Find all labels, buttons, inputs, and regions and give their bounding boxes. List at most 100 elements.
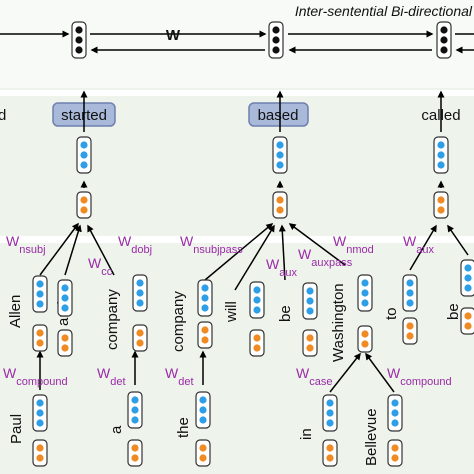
mid-blue-stack-7-dot: [406, 289, 414, 297]
top-weight-label: W: [166, 27, 181, 44]
upper-blue-stack-0-dot: [80, 141, 88, 149]
upper-connectors: [80, 90, 445, 188]
word-be-2: be: [445, 303, 462, 320]
bottom-orange-stack-2-box: [195, 439, 211, 467]
edge-label-nsubj: nsubj: [19, 244, 45, 256]
word-based: based: [258, 107, 299, 124]
mid-orange-stack-2-dot: [136, 339, 144, 347]
bottom-orange-stack-3-dot: [326, 444, 334, 452]
mid-orange-stack-8-box: [460, 307, 474, 335]
bottom-blue-stack-2-dot: [199, 416, 207, 424]
top-node-1-dot: [272, 26, 280, 34]
bottom-orange-stack-4-dot: [391, 454, 399, 462]
mid-blue-stack-5-dot: [306, 307, 314, 315]
word-will: will: [223, 301, 240, 323]
top-node-1-dot: [272, 46, 280, 54]
mid-orange-stack-0-dot: [36, 329, 44, 337]
bottom-blue-stack-2-dot: [199, 396, 207, 404]
upper-orange-stack-2-dot: [437, 206, 445, 214]
word-allen: Allen: [7, 295, 24, 328]
bottom-blue-stack-4-dot: [391, 409, 399, 417]
bottom-blue-stack-1-dot: [131, 416, 139, 424]
upper-blue-stack-1-dot: [276, 161, 284, 169]
mid-blue-stack-6-dot: [361, 279, 369, 287]
mid-orange-stack-5-box: [302, 329, 318, 357]
separator-band-top: [0, 90, 474, 96]
bottom-orange-stack-0-dot: [36, 454, 44, 462]
word-bellevue: Bellevue: [363, 408, 380, 466]
svg-text:Wcase: Wcase: [296, 365, 332, 388]
upper-orange-stack-2-dot: [437, 196, 445, 204]
mid-orange-stack-5-dot: [306, 344, 314, 352]
mid-orange-stack-1-dot: [61, 334, 69, 342]
mid-blue-stack-4-dot: [253, 296, 261, 304]
upper-orange-stack-1-dot: [276, 206, 284, 214]
edge-label-case: case: [309, 376, 332, 388]
svg-text:Wdet: Wdet: [165, 365, 194, 388]
svg-text:Wnsubj: Wnsubj: [6, 233, 46, 256]
svg-text:Wauxpass: Wauxpass: [298, 246, 353, 269]
word-in: in: [298, 428, 315, 440]
bottom-blue-stack-3-dot: [326, 409, 334, 417]
mid-blue-stack-0-dot: [36, 290, 44, 298]
upper-orange-stack-1-box: [272, 191, 288, 219]
mid-orange-stack-1-box: [57, 329, 73, 357]
bottom-orange-stack-2-dot: [199, 444, 207, 452]
svg-text:Wdobj: Wdobj: [118, 233, 152, 256]
bottom-orange-stack-1-dot: [131, 444, 139, 452]
mid-blue-stack-3-dot: [201, 304, 209, 312]
mid-blue-stack-2-dot: [136, 299, 144, 307]
mid-orange-stack-7-dot: [406, 322, 414, 330]
mid-orange-stack-0-dot: [36, 339, 44, 347]
mid-blue-stack-6-dot: [361, 299, 369, 307]
svg-text:Wnsubjpass: Wnsubjpass: [180, 233, 243, 256]
mid-orange-stack-6-dot: [361, 340, 369, 348]
word-company: company: [104, 289, 121, 350]
upper-blue-stack-2-dot: [437, 161, 445, 169]
mid-blue-stack-7-dot: [406, 299, 414, 307]
word-paul: Paul: [8, 414, 25, 444]
mid-blue-stack-8-dot: [464, 264, 472, 272]
top-node-2-dot: [440, 36, 448, 44]
upper-orange-stack-1-dot: [276, 196, 284, 204]
edge-label-compound-2: compound: [400, 376, 451, 388]
mid-blue-stack-7-dot: [406, 279, 414, 287]
word-to: to: [383, 307, 400, 320]
bottom-blue-stack-3-dot: [326, 399, 334, 407]
svg-text:Wnmod: Wnmod: [333, 233, 374, 256]
mid-blue-stack-1-dot: [61, 294, 69, 302]
top-layer: W: [0, 27, 474, 54]
word-pill-based: [248, 102, 309, 127]
edge-label-cc: cc: [101, 266, 113, 278]
mid-orange-stack-1-dot: [61, 344, 69, 352]
bottom-blue-stack-1-dot: [131, 396, 139, 404]
edge-labels: Wnsubj Wcc Wdobj Wnsubjpass Waux Wauxpas…: [3, 233, 452, 388]
upper-blue-stack-2-dot: [437, 141, 445, 149]
dependency-arrows: [36, 222, 469, 393]
left-partial-word: d: [0, 107, 6, 124]
mid-blue-stack-6-dot: [361, 289, 369, 297]
mid-blue-stack-5-dot: [306, 287, 314, 295]
mid-blue-stack-2-dot: [136, 289, 144, 297]
mid-orange-stack-3-box: [197, 321, 213, 349]
mid-orange-stack-2-dot: [136, 329, 144, 337]
bottom-orange-stack-3-box: [322, 439, 338, 467]
mid-orange-stack-7-box: [402, 317, 418, 345]
bottom-blue-stack-3-dot: [326, 419, 334, 427]
mid-orange-stack-5-dot: [306, 334, 314, 342]
upper-orange-stack-0-box: [76, 191, 92, 219]
word-washington: Washington: [330, 283, 347, 362]
mid-blue-stack-8-dot: [464, 284, 472, 292]
mid-blue-stack-4-dot: [253, 286, 261, 294]
top-node-0-dot: [75, 36, 83, 44]
mid-blue-stack-1-dot: [61, 304, 69, 312]
mid-blue-stack-3-dot: [201, 294, 209, 302]
upper-blue-stack-2-dot: [437, 151, 445, 159]
diagram-title: Inter-sentential Bi-directional: [295, 3, 473, 19]
mid-blue-stack-1-dot: [61, 284, 69, 292]
bottom-orange-stack-2-dot: [199, 454, 207, 462]
edge-label-nmod: nmod: [346, 244, 374, 256]
upper-orange-stack-0-dot: [80, 196, 88, 204]
bottom-blue-stack-0-dot: [36, 419, 44, 427]
